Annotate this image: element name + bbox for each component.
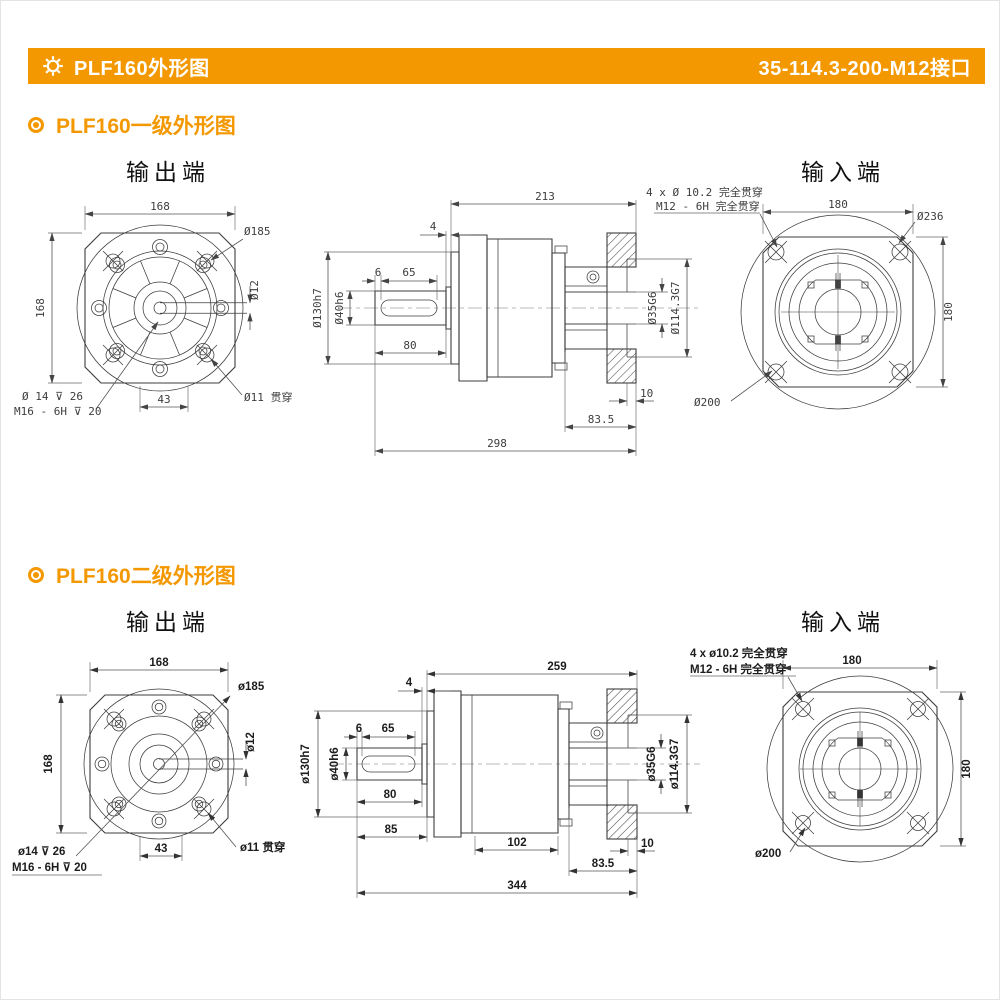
- dim-key-len: 65: [382, 723, 395, 735]
- dim-total-length: 344: [507, 880, 527, 892]
- corner-bolt-holes: [791, 697, 930, 835]
- note-mount-thread: M12 - 6H 完全贯穿: [656, 199, 760, 213]
- note-mount-holes: 4 x Ø 10.2 完全贯穿: [646, 185, 763, 199]
- note-counterbore: ø14 ⊽ 26: [18, 845, 65, 858]
- dim-inp-height: 180: [961, 759, 973, 778]
- s1-input-view: 180 180 Ø236 Ø200 4 x Ø 10.2 完全贯穿 M12 - …: [646, 185, 955, 410]
- dim-body-length: 259: [547, 661, 566, 673]
- dim-shaft-dia: Ø40h6: [333, 291, 346, 324]
- corner-bolt-holes: [103, 708, 215, 820]
- section2-heading: PLF160二级外形图: [28, 560, 236, 590]
- bullet-icon: [28, 117, 44, 133]
- dim-input-bore: ø35G6: [646, 746, 658, 781]
- dim-total-length: 298: [487, 437, 507, 450]
- dim-pilot-dia: Ø114.3G7: [669, 282, 682, 335]
- s1-input-title: 输入端: [801, 160, 885, 186]
- bullet-icon: [28, 567, 44, 583]
- dim-key-off: 6: [356, 723, 362, 735]
- dim-key-len: 65: [402, 266, 415, 279]
- s2-input-view: 180 180 ø200 4 x ø10.2 完全贯穿 M12 - 6H 完全贯…: [690, 646, 973, 863]
- s2-input-title: 输入端: [801, 610, 885, 636]
- dim-inp-width: 180: [842, 655, 861, 667]
- dim-key-offset: 43: [155, 843, 168, 855]
- dim-body-length: 213: [535, 190, 555, 203]
- dim-step: 4: [430, 220, 437, 233]
- s1-output-view: 168 168 Ø185 Ø12 43 Ø11 贯穿 Ø 14 ⊽ 26 M16…: [14, 200, 293, 418]
- dim-step: 4: [406, 677, 413, 689]
- dim-inp-width: 180: [828, 198, 848, 211]
- dim-center-bore: ø12: [245, 732, 257, 752]
- note-thread: M16 - 6H ⊽ 20: [12, 861, 87, 874]
- note-mount-holes: 4 x ø10.2 完全贯穿: [690, 646, 788, 660]
- dim-input-bore: Ø35G6: [646, 291, 659, 324]
- corner-bolt-holes: [764, 240, 912, 384]
- dim-spigot-dia: ø130h7: [300, 744, 312, 784]
- dim-out-width: 168: [150, 200, 170, 213]
- dim-inp-height: 180: [942, 302, 955, 322]
- dim-key-offset: 43: [157, 393, 170, 406]
- dim-key-off: 6: [375, 266, 382, 279]
- corner-bolt-holes: [102, 250, 218, 366]
- note-through-hole: Ø11 贯穿: [244, 390, 293, 404]
- dim-shaft-len: 80: [403, 339, 416, 352]
- note-through-hole: ø11 贯穿: [240, 840, 285, 854]
- section1-heading: PLF160一级外形图: [28, 110, 236, 140]
- s2-output-title: 输出端: [126, 610, 210, 636]
- dim-shaft-len: 80: [384, 789, 397, 801]
- dim-center-bore: Ø12: [248, 280, 261, 300]
- dim-out-height: 168: [34, 298, 47, 318]
- dim-flange-dia: Ø185: [244, 225, 271, 238]
- header-spec: 35-114.3-200-M12接口: [758, 57, 971, 80]
- dim-spigot-dia: Ø130h7: [311, 288, 324, 328]
- s1-drawing: 168 168 Ø185 Ø12 43 Ø11 贯穿 Ø 14 ⊽ 26 M16…: [14, 185, 955, 456]
- section2-heading-label: PLF160二级外形图: [56, 565, 236, 588]
- dim-outer-dia: Ø236: [917, 210, 944, 223]
- dim-mid-length: 102: [507, 837, 526, 849]
- s2-output-view: 168 168 ø185 ø12 43 ø11 贯穿 ø14 ⊽ 26 M16 …: [12, 657, 285, 876]
- s2-side-view: 4 259 6 65 80 85 102 ø40h6 ø130h7 ø35G6 …: [300, 661, 700, 898]
- dim-out-height: 168: [43, 754, 55, 774]
- s1-side-view: 4 213 6 65 80 Ø40h6 Ø130h7 Ø35G6 Ø114.3G…: [311, 190, 700, 456]
- note-counterbore: Ø 14 ⊽ 26: [22, 390, 83, 403]
- dim-plate-thickness: 10: [640, 387, 653, 400]
- dim-pilot-dia: ø114.3G7: [669, 739, 681, 790]
- header-title: PLF160外形图: [74, 57, 210, 80]
- s2-drawing: 168 168 ø185 ø12 43 ø11 贯穿 ø14 ⊽ 26 M16 …: [12, 646, 973, 898]
- dim-pilot-dia: ø200: [755, 848, 781, 860]
- dim-input-length: 83.5: [592, 858, 615, 870]
- dim-out-width: 168: [149, 657, 169, 669]
- dim-pilot-dia: Ø200: [694, 396, 721, 409]
- dim-flange-dia: ø185: [238, 681, 265, 693]
- header-bar: PLF160外形图 35-114.3-200-M12接口: [28, 48, 985, 84]
- dim-shaft-total: 85: [385, 824, 398, 836]
- note-thread: M16 - 6H ⊽ 20: [14, 405, 102, 418]
- s1-output-title: 输出端: [126, 160, 210, 186]
- note-mount-thread: M12 - 6H 完全贯穿: [690, 662, 787, 676]
- dim-plate-thickness: 10: [641, 838, 654, 850]
- dim-shaft-dia: ø40h6: [329, 747, 341, 780]
- section1-heading-label: PLF160一级外形图: [56, 115, 236, 138]
- dim-input-length: 83.5: [588, 413, 615, 426]
- gear-icon: [43, 56, 63, 76]
